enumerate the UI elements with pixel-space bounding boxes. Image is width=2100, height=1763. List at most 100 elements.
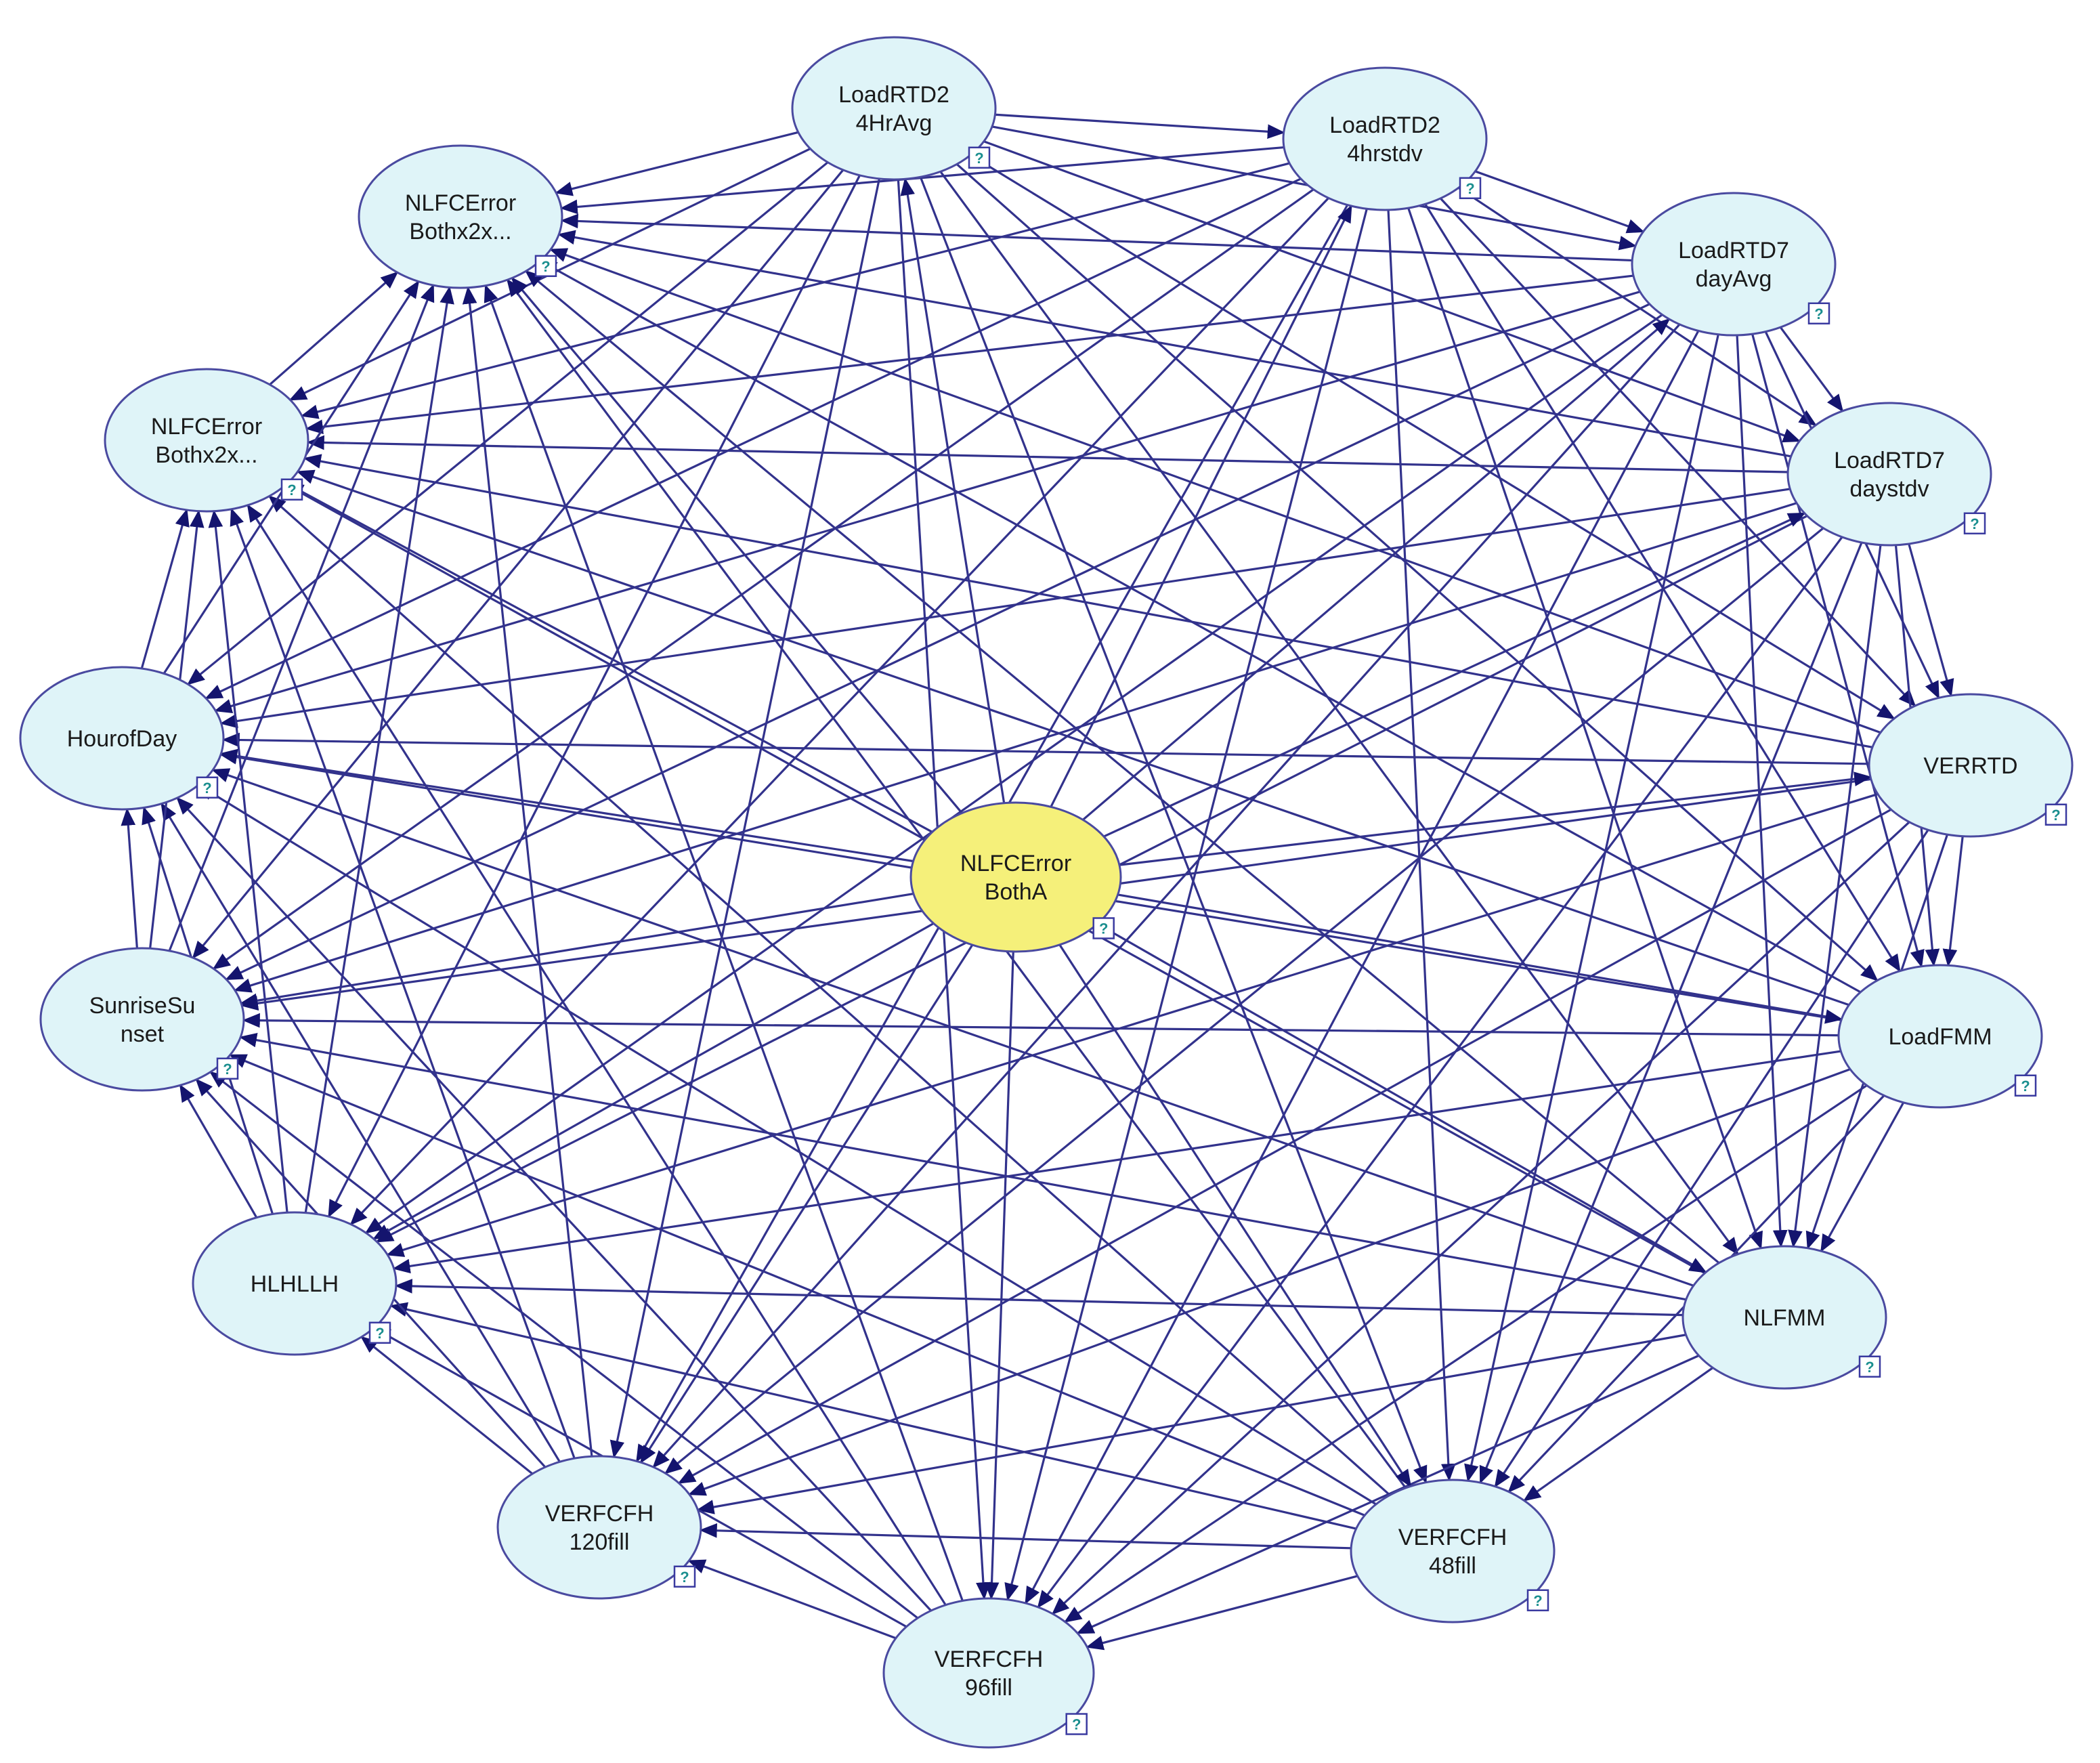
node-label: 4hrstdv [1347, 141, 1423, 167]
edge-loadrtd7daystdv-to-hourofday [219, 488, 1791, 729]
node-ellipse [1631, 192, 1837, 337]
edge-loadrtd24hravg-to-loadrtd24hrstdv [995, 113, 1285, 140]
node-verrtd[interactable]: VERRTD? [1868, 693, 2074, 838]
edge-nlfcerrorbotha-to-loadrtd7dayavg [1082, 318, 1671, 821]
help-badge-icon[interactable]: ? [280, 478, 303, 501]
svg-text:?: ? [223, 1061, 232, 1078]
edge-verfcfh48fill-to-hourofday [197, 784, 1377, 1506]
edge-loadrtd24hravg-to-verfcfh120fill [609, 178, 880, 1459]
node-label: LoadRTD7 [1834, 448, 1945, 473]
help-badge-icon[interactable]: ? [968, 146, 991, 169]
svg-text:?: ? [1970, 515, 1979, 532]
edge-hourofday-to-nlfcerrorbothx2x-b [140, 508, 190, 669]
edge-nlfmm-to-verfcfh48fill [1522, 1367, 1714, 1502]
help-badge-icon[interactable]: ? [2014, 1074, 2037, 1097]
edge-loadrtd24hrstdv-to-nlfcerrorbothx2x-b [300, 162, 1290, 419]
node-label: 4HrAvg [856, 110, 933, 136]
edge-loadrtd7dayavg-to-loadfmm [1751, 333, 1925, 968]
edge-loadrtd24hravg-to-hourofday [187, 161, 829, 685]
edge-verfcfh96fill-to-nlfcerrorbothx2x-b [247, 504, 947, 1606]
node-hourofday[interactable]: HourofDay? [19, 666, 225, 811]
edge-nlfmm-to-nlfcerrorbothx2x-a [524, 270, 1720, 1264]
edge-verfcfh48fill-to-hlhllh [389, 1302, 1356, 1530]
edge-loadrtd24hrstdv-to-nlfmm [1407, 207, 1763, 1250]
edge-verfcfh120fill-to-nlfcerrorbothx2x-b [230, 507, 576, 1459]
edge-verfcfh96fill-to-hourofday [176, 796, 932, 1612]
edge-verfcfh48fill-to-nlfcerrorbothx2x-b [268, 495, 1391, 1496]
help-badge-icon[interactable]: ? [1459, 177, 1482, 199]
edge-loadfmm-to-verfcfh96fill [1063, 1084, 1868, 1623]
edge-nlfcerrorbotha-to-loadfmm [1117, 893, 1843, 1024]
edge-loadrtd24hravg-to-verrtd [970, 154, 1895, 720]
edge-verfcfh48fill-to-verfcfh96fill [1086, 1575, 1358, 1651]
help-badge-icon[interactable]: ? [1065, 1713, 1088, 1735]
svg-text:?: ? [1533, 1592, 1542, 1609]
node-ellipse [39, 947, 245, 1092]
edge-nlfmm-to-hlhllh [394, 1279, 1684, 1317]
help-badge-icon[interactable]: ? [1092, 917, 1115, 939]
node-label: LoadFMM [1888, 1024, 1992, 1050]
edge-loadrtd7daystdv-to-verrtd [1908, 543, 1954, 698]
edge-nlfcerrorbotha-to-verfcfh120fill [640, 944, 974, 1464]
edge-verfcfh120fill-to-nlfcerrorbothx2x-a [462, 286, 593, 1457]
edge-loadrtd24hrstdv-to-verfcfh48fill [1387, 209, 1456, 1482]
edge-nlfmm-to-verfcfh120fill [696, 1334, 1686, 1514]
edge-nlfcerrorbothx2x-b-to-nlfcerrorbothx2x-a [269, 271, 399, 386]
node-hlhllh[interactable]: HLHLLH? [192, 1211, 398, 1356]
help-badge-icon[interactable]: ? [2044, 803, 2067, 826]
help-badge-icon[interactable]: ? [534, 255, 557, 277]
node-nlfmm[interactable]: NLFMM? [1681, 1245, 1887, 1390]
edge-loadrtd24hravg-to-nlfcerrorbothx2x-a [555, 131, 799, 196]
edge-loadrtd24hravg-to-nlfmm [939, 171, 1739, 1256]
node-loadfmm[interactable]: LoadFMM? [1837, 964, 2043, 1109]
node-label: VERRTD [1923, 753, 2017, 779]
node-label: LoadRTD7 [1678, 238, 1789, 263]
help-badge-icon[interactable]: ? [196, 776, 219, 799]
node-label: daystdv [1849, 476, 1929, 502]
edge-verfcfh48fill-to-sunrisesunset [228, 1054, 1365, 1516]
edge-sunrisesunset-to-nlfcerrorbothx2x-a [168, 284, 435, 952]
edge-loadrtd24hravg-to-hlhllh [328, 175, 861, 1218]
edge-loadrtd24hrstdv-to-loadrtd7dayavg [1474, 170, 1645, 234]
node-ellipse [1350, 1479, 1556, 1623]
node-label: 120fill [570, 1529, 630, 1555]
edge-loadrtd7dayavg-to-hourofday [214, 291, 1641, 713]
help-badge-icon[interactable]: ? [368, 1321, 391, 1344]
node-label: Bothx2x... [155, 442, 257, 468]
node-label: HourofDay [67, 726, 177, 752]
edge-verfcfh96fill-to-sunrisesunset [209, 1071, 919, 1619]
node-ellipse [19, 666, 225, 811]
svg-text:?: ? [541, 258, 550, 275]
help-badge-icon[interactable]: ? [1858, 1355, 1881, 1378]
svg-text:?: ? [974, 150, 983, 167]
edge-loadrtd7daystdv-to-verfcfh96fill [1037, 536, 1843, 1609]
help-badge-icon[interactable]: ? [1807, 302, 1830, 324]
edge-loadrtd7dayavg-to-verfcfh120fill [652, 323, 1681, 1468]
edge-loadrtd24hravg-to-loadfmm [956, 163, 1879, 982]
edge-verrtd-to-hlhllh [386, 792, 1879, 1257]
help-badge-icon[interactable]: ? [1963, 512, 1986, 534]
node-ellipse [192, 1211, 398, 1356]
svg-text:?: ? [1072, 1716, 1081, 1733]
node-loadrtd7daystdv[interactable]: LoadRTD7 daystdv? [1786, 402, 1992, 547]
edge-hlhllh-to-nlfcerrorbothx2x-a [304, 286, 454, 1213]
node-label: 96fill [965, 1675, 1012, 1701]
edge-loadrtd24hrstdv-to-nlfcerrorbothx2x-a [559, 146, 1285, 215]
edge-loadrtd7dayavg-to-sunrisesunset [225, 303, 1650, 981]
help-badge-icon[interactable]: ? [1526, 1589, 1549, 1611]
help-badge-icon[interactable]: ? [216, 1057, 239, 1080]
edge-loadrtd7dayavg-to-nlfcerrorbothx2x-a [560, 213, 1633, 262]
edge-nlfcerrorbotha-to-verrtd [1119, 771, 1872, 866]
node-label: BothA [985, 879, 1048, 905]
help-badge-icon[interactable]: ? [673, 1565, 696, 1588]
